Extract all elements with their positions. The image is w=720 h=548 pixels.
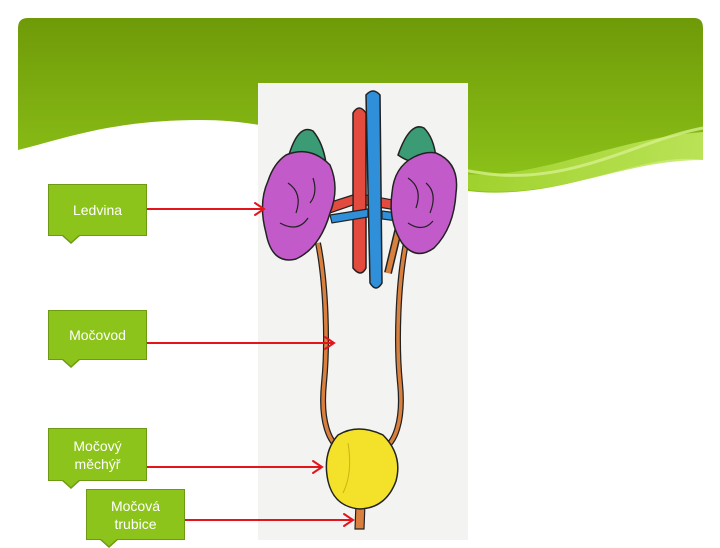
vena-cava [365,90,383,289]
right-kidney [261,150,336,261]
label-kidney: Ledvina [48,184,147,244]
label-kidney-text: Ledvina [72,202,123,218]
left-kidney [390,151,458,255]
label-bladder: Močový měchýř [48,428,147,489]
aorta [352,107,367,274]
label-ureter: Močovod [48,310,147,368]
label-urethra-line1: Močová [110,497,161,514]
urinary-system-drawing [258,83,468,540]
bladder [325,428,399,510]
label-bladder-line1: Močový [73,437,122,454]
label-urethra: Močová trubice [86,489,185,548]
label-bladder-line2: měchýř [74,455,121,472]
label-urethra-line2: trubice [114,515,157,532]
label-ureter-text: Močovod [69,327,126,343]
